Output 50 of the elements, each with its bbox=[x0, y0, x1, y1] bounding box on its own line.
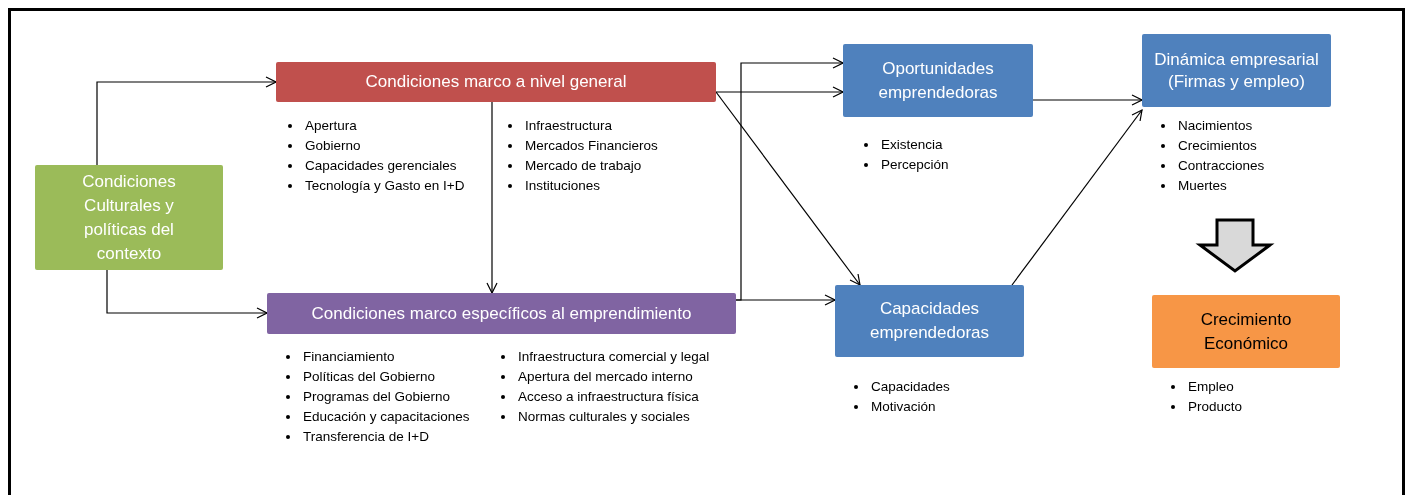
list-item: Transferencia de I+D bbox=[303, 428, 429, 446]
list-item: Motivación bbox=[871, 398, 936, 416]
list-item: Contracciones bbox=[1178, 157, 1265, 175]
arrow bbox=[486, 101, 498, 294]
list-item: Capacidades gerenciales bbox=[305, 157, 457, 175]
list-item: Apertura bbox=[305, 117, 357, 135]
dynamics-box bbox=[1142, 34, 1331, 107]
list-item: Existencia bbox=[881, 136, 943, 154]
node-label: Oportunidades emprendedoras bbox=[877, 57, 999, 104]
list-item: Programas del Gobierno bbox=[303, 388, 451, 406]
node-label: Capacidades emprendedoras bbox=[868, 298, 991, 344]
list-item: Infraestructura comercial y legal bbox=[518, 348, 710, 366]
capability-box bbox=[835, 285, 1024, 357]
list-item: Tecnología y Gasto en I+D bbox=[305, 177, 465, 195]
list-item: Producto bbox=[1188, 398, 1243, 416]
list-item: Crecimientos bbox=[1178, 137, 1257, 155]
list-item: Normas culturales y sociales bbox=[518, 408, 690, 426]
arrow bbox=[96, 76, 277, 166]
framework-box bbox=[267, 293, 736, 334]
list-item: Nacimientos bbox=[1178, 117, 1253, 135]
list-item: Muertes bbox=[1178, 177, 1227, 195]
arrow bbox=[735, 294, 836, 306]
opportunity-box bbox=[843, 44, 1033, 117]
framework-box bbox=[276, 62, 716, 102]
node-label: Condiciones Culturales y políticas del contexto bbox=[81, 170, 177, 265]
list-item: Apertura del mercado interno bbox=[518, 368, 693, 386]
arrow bbox=[715, 86, 844, 98]
list-item: Mercado de trabajo bbox=[525, 157, 642, 175]
arrow bbox=[715, 91, 861, 286]
list-item: Políticas del Gobierno bbox=[303, 368, 436, 386]
list-item: Instituciones bbox=[525, 177, 601, 195]
node-label: Condiciones marco a nivel general bbox=[365, 71, 627, 94]
arrow bbox=[1032, 94, 1143, 106]
context-box bbox=[35, 165, 223, 270]
list-item: Percepción bbox=[881, 156, 949, 174]
list-item: Infraestructura bbox=[525, 117, 613, 135]
list-item: Acceso a infraestructura física bbox=[518, 388, 699, 406]
list-item: Mercados Financieros bbox=[525, 137, 658, 155]
list-item: Capacidades bbox=[871, 378, 950, 396]
list-item: Gobierno bbox=[305, 137, 361, 155]
arrow bbox=[106, 269, 268, 319]
node-label: Dinámica empresarial (Firmas y empleo) bbox=[1153, 48, 1320, 93]
node-label: Condiciones marco específicos al emprendimiento bbox=[311, 302, 692, 325]
list-item: Financiamiento bbox=[303, 348, 395, 366]
growth-box bbox=[1152, 295, 1340, 368]
node-label: Crecimiento Económico bbox=[1199, 308, 1293, 355]
block-arrow bbox=[1195, 218, 1275, 273]
arrow bbox=[1011, 109, 1143, 286]
list-item: Educación y capacitaciones bbox=[303, 408, 470, 426]
list-item: Empleo bbox=[1188, 378, 1234, 396]
